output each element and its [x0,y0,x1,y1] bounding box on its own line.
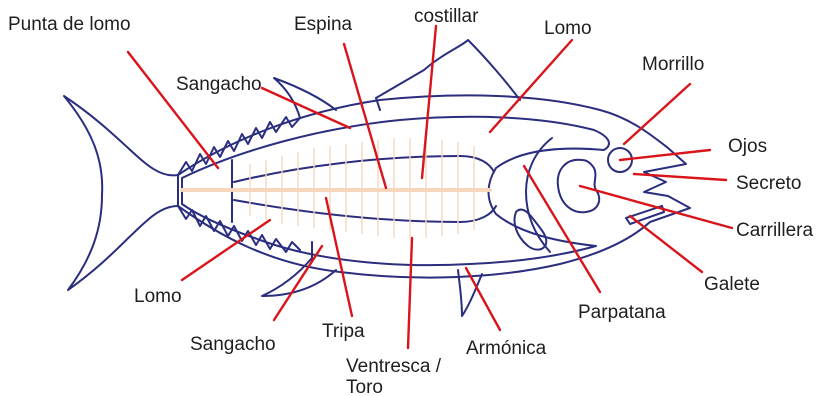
first-dorsal-fin [376,40,520,110]
label-carrillera: Carrillera [736,220,814,241]
label-lomo-bottom: Lomo [134,286,182,307]
pectoral-fin [515,210,547,250]
labels: Punta de lomo Espina costillar Lomo Morr… [8,6,814,396]
label-parpatana: Parpatana [578,302,666,323]
label-tripa: Tripa [322,321,365,342]
label-sangacho-top: Sangacho [176,74,262,95]
label-ventresca-line1: Ventresca / [346,356,442,377]
label-galete: Galete [704,274,760,295]
body-outline [178,95,690,277]
tail-fin [64,96,178,290]
label-sangacho-bottom: Sangacho [190,334,276,355]
tuna-illustration [64,40,690,316]
label-armonica: Armónica [466,338,547,359]
leader-carrillera [580,186,732,228]
label-punta-de-lomo: Punta de lomo [8,14,131,35]
leader-secreto [634,174,726,180]
label-costillar: costillar [414,6,479,27]
label-ojos: Ojos [728,136,767,157]
label-espina: Espina [294,14,353,35]
label-lomo-top: Lomo [544,18,592,39]
label-ventresca-line2: Toro [346,377,383,396]
leader-costillar [422,26,436,178]
leader-galete [630,216,702,272]
leader-punta-de-lomo [128,52,218,168]
leader-lomo-top [490,40,572,132]
leader-ojos [620,150,710,160]
leader-ventresca [408,238,412,348]
leader-sangacho-bottom [274,246,322,320]
leader-morrillo [624,84,690,144]
label-morrillo: Morrillo [642,54,704,75]
cheek-outline [558,160,599,212]
label-secreto: Secreto [736,173,801,194]
leader-espina [344,44,386,188]
